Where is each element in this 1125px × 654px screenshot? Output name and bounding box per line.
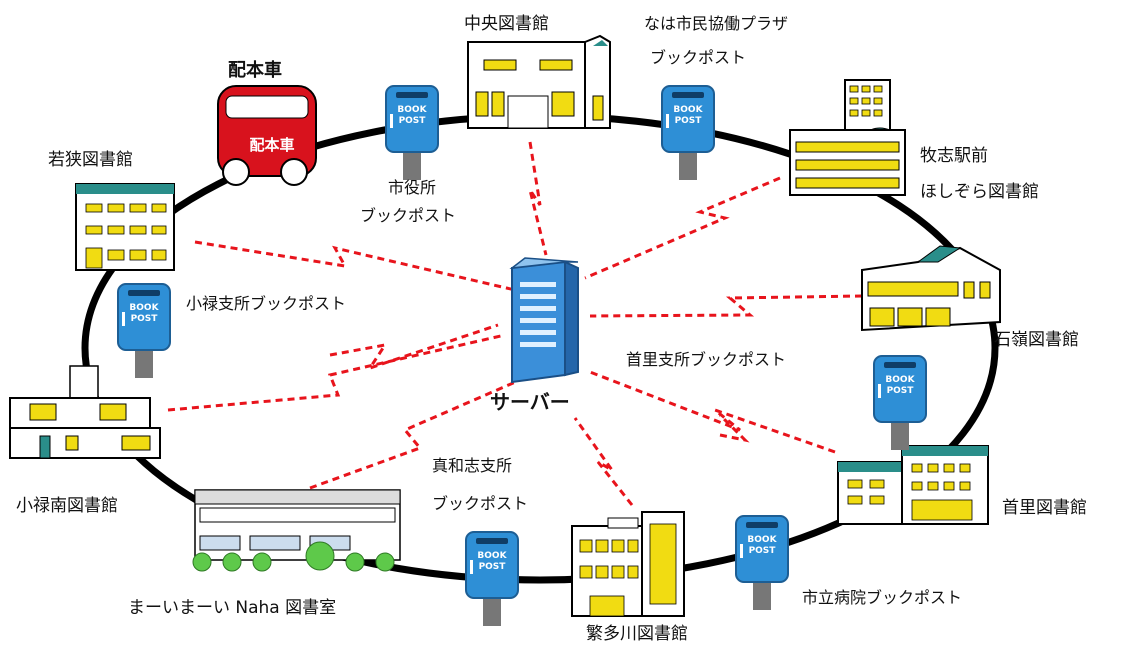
shiyakusho-label-line1: 市役所 [388, 178, 437, 197]
ishimine-label: 石嶺図書館 [994, 330, 1079, 350]
shigetagawa-library-building [571, 511, 685, 617]
oroku-minami-library-building [9, 365, 161, 459]
bookpost-oroku-branch-icon [117, 283, 171, 379]
hospital-label: 市立病院ブックポスト [802, 588, 963, 607]
makishi-label-line2: ほしぞら図書館 [920, 182, 1039, 202]
bookpost-text: BOOK [747, 535, 777, 545]
mawashi-label-line1: 真和志支所 [432, 456, 513, 475]
network-links [167, 141, 863, 506]
server-label: サーバー [490, 390, 570, 414]
link-wakasa [194, 240, 516, 292]
bookpost-shiyakusho-icon [385, 85, 439, 181]
bookpost-hospital-icon [735, 515, 789, 611]
bookpost-text: BOOK [885, 375, 915, 385]
naha-plaza-label-line1: なは市民協働プラザ [644, 14, 789, 33]
link-chuo [528, 141, 548, 256]
maaimaai-building [192, 489, 401, 572]
link-shigetagawa [573, 417, 634, 506]
naha-plaza-label-line2: ブックポスト [650, 48, 747, 67]
wakasa-label: 若狭図書館 [48, 150, 133, 170]
shiyakusho-label-line2: ブックポスト [360, 206, 457, 225]
bookpost-naha-plaza-icon [661, 85, 715, 181]
link-oroku-minami [167, 333, 506, 412]
shigetagawa-label: 繁多川図書館 [586, 624, 688, 644]
chuo-label: 中央図書館 [464, 14, 549, 34]
bookpost-text: POST [131, 314, 159, 324]
bookpost-text: BOOK [397, 105, 427, 115]
shuri-label: 首里図書館 [1002, 498, 1087, 518]
oroku-branch-label: 小禄支所ブックポスト [186, 294, 347, 313]
makishi-library-building [789, 79, 906, 196]
delivery-truck-icon [217, 85, 317, 186]
server-icon [509, 257, 579, 384]
bookpost-shuri-branch-icon [873, 355, 927, 451]
bookpost-text: BOOK [477, 551, 507, 561]
bookpost-text: BOOK [673, 105, 703, 115]
bookpost-text: POST [479, 562, 507, 572]
bookpost-text: BOOK [129, 303, 159, 313]
link-shuri [589, 370, 836, 454]
link-makishi [584, 176, 781, 280]
wakasa-library-building [75, 183, 175, 271]
truck-sign: 配本車 [249, 136, 294, 154]
link-shuri-branch [718, 413, 750, 443]
maaimaai-label: まーいまーい Naha 図書室 [128, 598, 337, 618]
link-oroku-branch [329, 323, 499, 371]
bookpost-text: POST [749, 546, 777, 556]
truck-label: 配本車 [228, 60, 282, 81]
oroku-minami-label: 小禄南図書館 [16, 496, 118, 516]
ishimine-library-building [861, 245, 1001, 332]
link-ishimine [589, 294, 863, 318]
bookpost-mawashi-icon [465, 531, 519, 627]
mawashi-label-line2: ブックポスト [432, 494, 529, 513]
shuri-branch-label: 首里支所ブックポスト [626, 350, 787, 369]
bookpost-text: POST [887, 386, 915, 396]
bookpost-text: POST [675, 116, 703, 126]
bookpost-text: POST [399, 116, 427, 126]
bookpost-texts: BOOK POST BOOK POST BOOK POST BOOK POST … [129, 105, 915, 572]
chuo-library-building [467, 34, 611, 129]
makishi-label-line1: 牧志駅前 [920, 146, 988, 166]
shuri-library-building [837, 445, 989, 525]
